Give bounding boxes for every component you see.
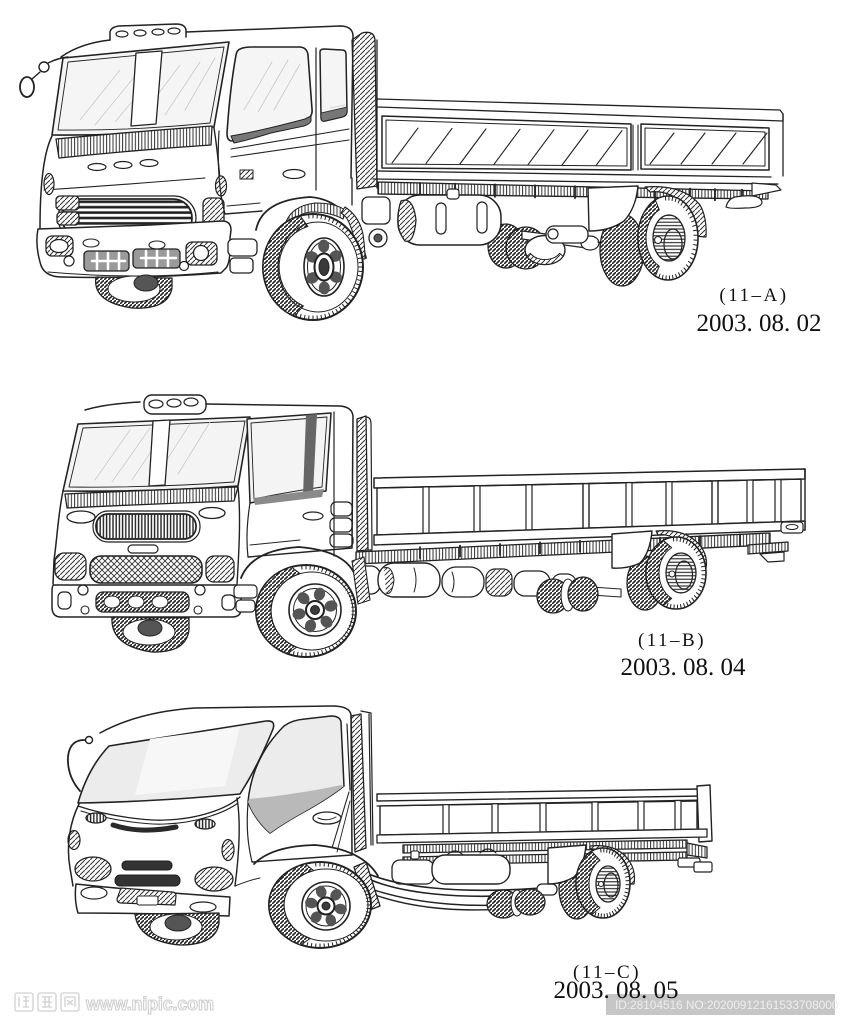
- svg-text:2003. 08. 04: 2003. 08. 04: [621, 654, 747, 681]
- svg-text:www.nipic.com: www.nipic.com: [85, 994, 214, 1014]
- svg-text:2003. 08. 05: 2003. 08. 05: [554, 977, 679, 1004]
- svg-text:(11–B): (11–B): [638, 630, 706, 651]
- svg-text:2003. 08. 02: 2003. 08. 02: [697, 310, 822, 337]
- svg-text:(11–A): (11–A): [719, 285, 788, 306]
- svg-text:(11–C): (11–C): [573, 962, 641, 983]
- svg-text:ID:28104516 NO:202009121615337: ID:28104516 NO:20200912161533708000: [615, 998, 839, 1012]
